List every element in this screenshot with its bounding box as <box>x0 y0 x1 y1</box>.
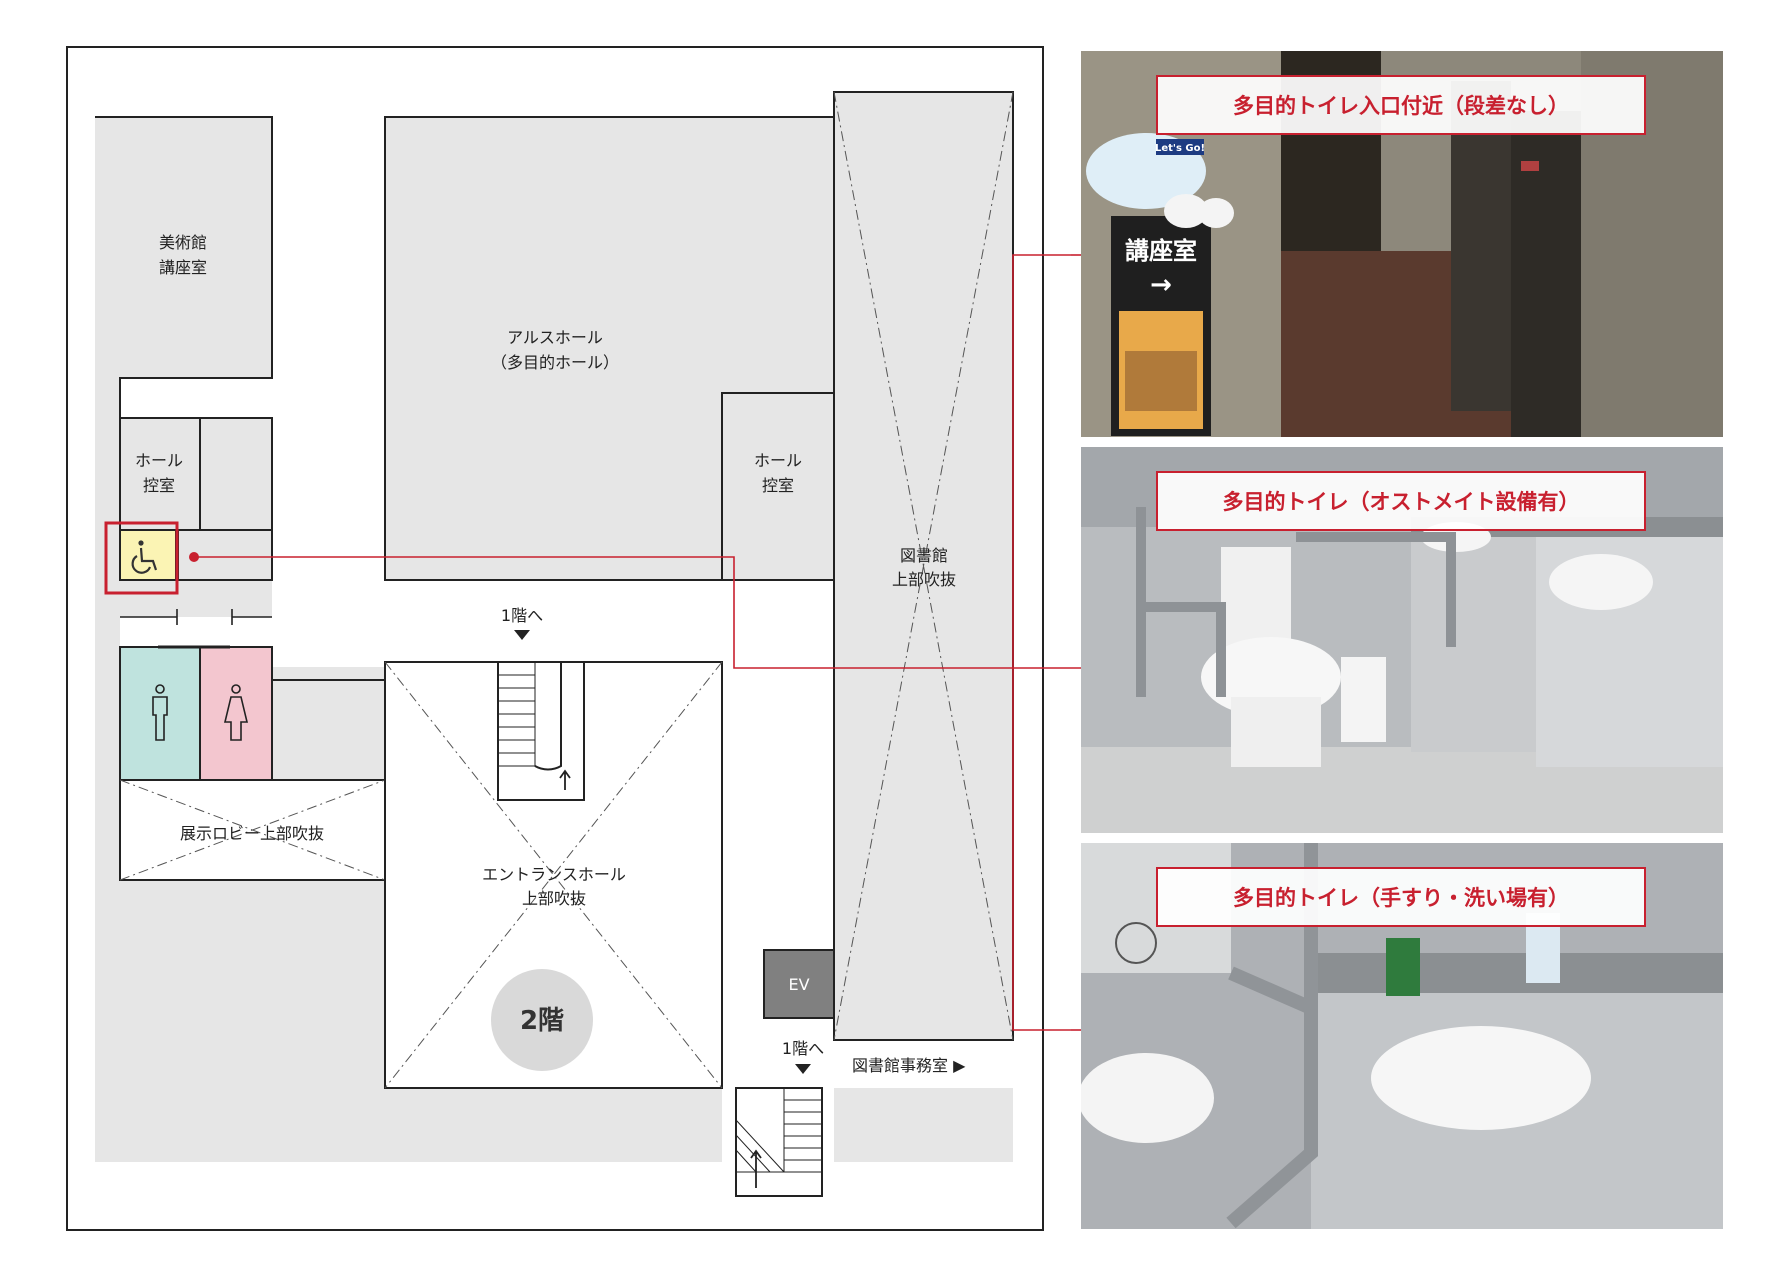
wheelchair-icon <box>131 540 158 574</box>
stairs-label-lower: 1階へ <box>782 1039 824 1058</box>
caption-entrance: 多目的トイレ入口付近（段差なし） <box>1156 75 1646 135</box>
stairs-upper <box>497 661 585 801</box>
void-cross <box>833 91 1014 1041</box>
room-ars-hall-2: （多目的ホール） <box>491 353 619 372</box>
library-office-label: 図書館事務室 ▶ <box>852 1056 966 1075</box>
room-art-lecture-2: 講座室 <box>159 258 207 277</box>
elevator <box>763 949 835 1019</box>
stairs-label-upper: 1階へ <box>501 606 543 625</box>
corridor <box>120 92 1013 1162</box>
room-green-right-2: 控室 <box>762 476 794 495</box>
green-room-right <box>721 392 835 581</box>
exhibit-lobby-void-label: 展示ロビー上部吹抜 <box>180 824 324 843</box>
stair-turn <box>534 662 562 771</box>
sink-large <box>1371 1026 1591 1130</box>
stair-arrow <box>559 769 571 790</box>
leader-line-middle <box>194 556 1081 669</box>
female-icon <box>223 684 249 741</box>
womens-toilet <box>199 646 273 781</box>
side-room <box>271 679 386 781</box>
entrance-void-label-1: エントランスホール <box>482 865 626 884</box>
stair-treads <box>498 662 536 767</box>
accessible-toilet-highlight <box>104 521 179 595</box>
accessible-toilet <box>119 529 177 581</box>
room-green-right-1: ホール <box>754 451 802 470</box>
floor-badge <box>491 969 593 1071</box>
lobby-void-area <box>120 880 385 1088</box>
photo-entrance: 講座室 → Let's Go! 多目的トイレ入口付近（段差なし） <box>1081 51 1723 437</box>
door-marks <box>120 609 272 625</box>
down-triangle <box>514 630 530 640</box>
floor-label: 2階 <box>520 1006 564 1036</box>
leader-bracket <box>1012 254 1071 1031</box>
caption-handrail: 多目的トイレ（手すり・洗い場有） <box>1156 867 1646 927</box>
stair-arrow-lower <box>750 1149 762 1188</box>
sink-small <box>1081 1053 1214 1143</box>
caption-ostomate: 多目的トイレ（オストメイト設備有） <box>1156 471 1646 531</box>
storage-room <box>199 417 273 531</box>
photo-handrail: 多目的トイレ（手すり・洗い場有） <box>1081 843 1723 1229</box>
sink-1 <box>1549 554 1653 610</box>
elevator-label: EV <box>788 975 809 994</box>
green-room-left <box>119 417 201 531</box>
corridor-left <box>120 378 272 418</box>
entrance-void-label-2: 上部吹抜 <box>522 889 586 908</box>
male-icon <box>152 684 168 741</box>
bubble-text: Let's Go! <box>1155 143 1205 154</box>
room-green-left-1: ホール <box>135 451 183 470</box>
wall <box>95 116 273 418</box>
down-triangle <box>795 1064 811 1074</box>
room-green-left-2: 控室 <box>143 476 175 495</box>
room-ars-hall-1: アルスホール <box>507 328 603 347</box>
sign-arrow: → <box>1150 270 1172 300</box>
library-void-label-1: 図書館 <box>900 546 948 565</box>
mens-toilet <box>119 646 201 781</box>
room-art-lecture-1: 美術館 <box>159 233 207 252</box>
sign-text: 講座室 <box>1125 237 1197 265</box>
soap-bottle <box>1386 938 1420 996</box>
library-void-label-2: 上部吹抜 <box>892 570 956 589</box>
photo-ostomate: 多目的トイレ（オストメイト設備有） <box>1081 447 1723 833</box>
void-cross <box>119 779 386 881</box>
stairs-lower <box>735 1087 823 1197</box>
stair-treads-lower <box>735 1088 822 1173</box>
